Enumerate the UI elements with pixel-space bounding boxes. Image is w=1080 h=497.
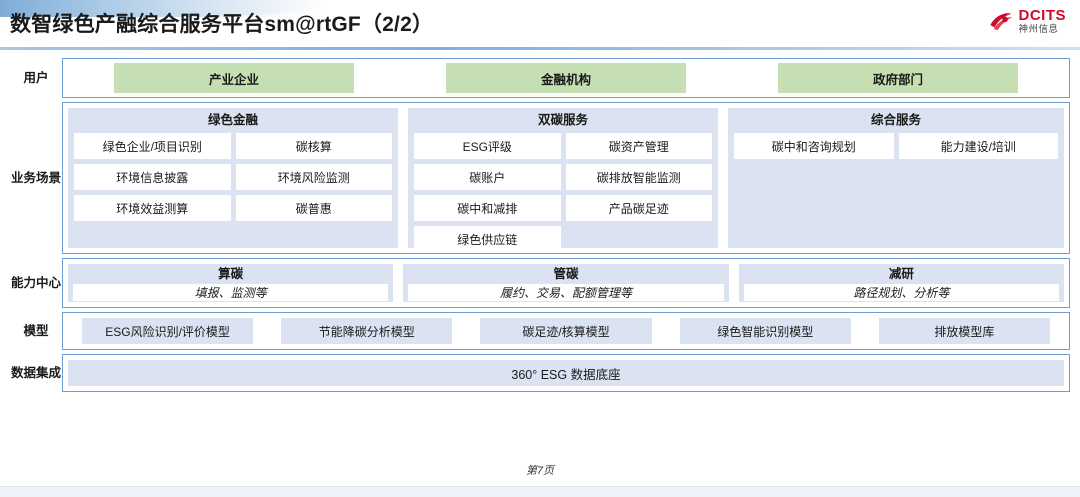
row-capability-body: 算碳 填报、监测等 管碳 履约、交易、配额管理等 减研 路径规划、分析等	[62, 258, 1070, 308]
title-divider	[0, 47, 1080, 50]
user-cell: 政府部门	[732, 63, 1064, 93]
row-capability-center: 能力中心 算碳 填报、监测等 管碳 履约、交易、配额管理等 减研 路径规划、分析…	[10, 258, 1070, 308]
page-title: 数智绿色产融综合服务平台sm@rtGF（2/2）	[10, 13, 434, 36]
capability-sub-calc: 填报、监测等	[73, 284, 389, 301]
panel-comprehensive-service: 综合服务 碳中和咨询规划 能力建设/培训	[728, 108, 1064, 248]
row-scenarios-body: 绿色金融 绿色企业/项目识别 碳核算 环境信息披露 环境风险监测 环境效益测算 …	[62, 102, 1070, 254]
panel-title-dual-carbon: 双碳服务	[537, 113, 588, 127]
model-box-emission-library[interactable]: 排放模型库	[878, 318, 1051, 344]
chip-green-enterprise-id[interactable]: 绿色企业/项目识别	[74, 133, 231, 159]
row-users: 用户 产业企业 金融机构 政府部门	[10, 58, 1070, 98]
row-label-data: 数据集成	[10, 365, 61, 380]
capability-calc-carbon[interactable]: 算碳 填报、监测等	[68, 264, 394, 302]
chip-env-benefit-calc[interactable]: 环境效益测算	[74, 195, 231, 221]
top-decoration	[0, 0, 440, 17]
logo-en: DCITS	[1018, 7, 1066, 24]
data-box-esg-foundation[interactable]: 360° ESG 数据底座	[68, 360, 1064, 386]
row-scenarios: 业务场景 绿色金融 绿色企业/项目识别 碳核算 环境信息披露 环境风险监测 环境…	[10, 102, 1070, 254]
page-number: 第7页	[525, 465, 555, 477]
model-cell: 碳足迹/核算模型	[466, 318, 665, 344]
model-cell: 绿色智能识别模型	[666, 318, 865, 344]
chip-list-green-finance: 绿色企业/项目识别 碳核算 环境信息披露 环境风险监测 环境效益测算 碳普惠	[74, 133, 392, 221]
row-label-scenarios: 业务场景	[10, 170, 61, 185]
chip-esg-rating[interactable]: ESG评级	[414, 133, 561, 159]
model-cell: 排放模型库	[865, 318, 1064, 344]
row-label-model: 模型	[23, 323, 49, 338]
user-cell: 产业企业	[68, 63, 400, 93]
chip-product-carbon-footprint[interactable]: 产品碳足迹	[565, 195, 712, 221]
chip-list-dual-carbon: ESG评级 碳资产管理 碳账户 碳排放智能监测 碳中和减排 产品碳足迹 绿色供应…	[414, 133, 712, 252]
capability-title-reduce: 减研	[888, 267, 914, 281]
row-model-body: ESG风险识别/评价模型 节能降碳分析模型 碳足迹/核算模型 绿色智能识别模型 …	[62, 312, 1070, 350]
logo-cn: 神州信息	[1018, 24, 1059, 35]
model-box-green-smart-id[interactable]: 绿色智能识别模型	[679, 318, 851, 344]
slide-header: 数智绿色产融综合服务平台sm@rtGF（2/2） DCITS 神州信息	[0, 0, 1080, 52]
brand-logo: DCITS 神州信息	[988, 8, 1067, 35]
user-box-government[interactable]: 政府部门	[778, 63, 1018, 93]
logo-text: DCITS 神州信息	[1019, 8, 1067, 35]
bottom-strip	[0, 486, 1080, 497]
chip-carbon-consulting[interactable]: 碳中和咨询规划	[734, 133, 894, 159]
chip-emission-smart-monitor[interactable]: 碳排放智能监测	[565, 164, 712, 190]
panel-title-comprehensive: 综合服务	[870, 113, 921, 127]
model-cell: ESG风险识别/评价模型	[68, 318, 267, 344]
panel-green-finance: 绿色金融 绿色企业/项目识别 碳核算 环境信息披露 环境风险监测 环境效益测算 …	[68, 108, 398, 248]
chip-env-risk-monitor[interactable]: 环境风险监测	[235, 164, 392, 190]
chip-carbon-account[interactable]: 碳账户	[414, 164, 561, 190]
row-label-capability: 能力中心	[10, 275, 61, 290]
panel-title-green-finance: 绿色金融	[207, 113, 258, 127]
capability-title-calc: 算碳	[218, 267, 244, 281]
model-box-footprint-accounting[interactable]: 碳足迹/核算模型	[480, 318, 652, 344]
capability-sub-reduce: 路径规划、分析等	[743, 284, 1059, 301]
row-model: 模型 ESG风险识别/评价模型 节能降碳分析模型 碳足迹/核算模型 绿色智能识别…	[10, 312, 1070, 350]
capability-reduce-research[interactable]: 减研 路径规划、分析等	[738, 264, 1064, 302]
model-box-energy-saving[interactable]: 节能降碳分析模型	[281, 318, 453, 344]
capability-title-manage: 管碳	[553, 267, 579, 281]
chip-capacity-training[interactable]: 能力建设/培训	[898, 133, 1058, 159]
row-data-body: 360° ESG 数据底座	[62, 354, 1070, 392]
chip-env-disclosure[interactable]: 环境信息披露	[74, 164, 231, 190]
chip-carbon-asset-mgmt[interactable]: 碳资产管理	[565, 133, 712, 159]
chip-carbon-neutral-reduction[interactable]: 碳中和减排	[414, 195, 561, 221]
model-cell: 节能降碳分析模型	[267, 318, 466, 344]
capability-manage-carbon[interactable]: 管碳 履约、交易、配额管理等	[403, 264, 729, 302]
chip-carbon-accounting[interactable]: 碳核算	[235, 133, 392, 159]
row-users-body: 产业企业 金融机构 政府部门	[62, 58, 1070, 98]
capability-sub-manage: 履约、交易、配额管理等	[408, 284, 724, 301]
architecture-grid: 用户 产业企业 金融机构 政府部门 业务场景 绿色金融 绿色	[10, 58, 1070, 396]
user-cell: 金融机构	[400, 63, 732, 93]
panel-dual-carbon: 双碳服务 ESG评级 碳资产管理 碳账户 碳排放智能监测 碳中和减排 产品碳足迹…	[408, 108, 718, 252]
user-box-financial[interactable]: 金融机构	[446, 63, 686, 93]
row-data-integration: 数据集成 360° ESG 数据底座	[10, 354, 1070, 392]
chip-green-supply-chain[interactable]: 绿色供应链	[414, 226, 561, 252]
dcits-swoosh-icon	[989, 13, 1012, 31]
row-label-users: 用户	[23, 70, 49, 85]
user-box-industry[interactable]: 产业企业	[114, 63, 354, 93]
chip-carbon-inclusive[interactable]: 碳普惠	[235, 195, 392, 221]
model-box-esg-risk[interactable]: ESG风险识别/评价模型	[81, 318, 254, 344]
chip-list-comprehensive: 碳中和咨询规划 能力建设/培训	[734, 133, 1058, 159]
